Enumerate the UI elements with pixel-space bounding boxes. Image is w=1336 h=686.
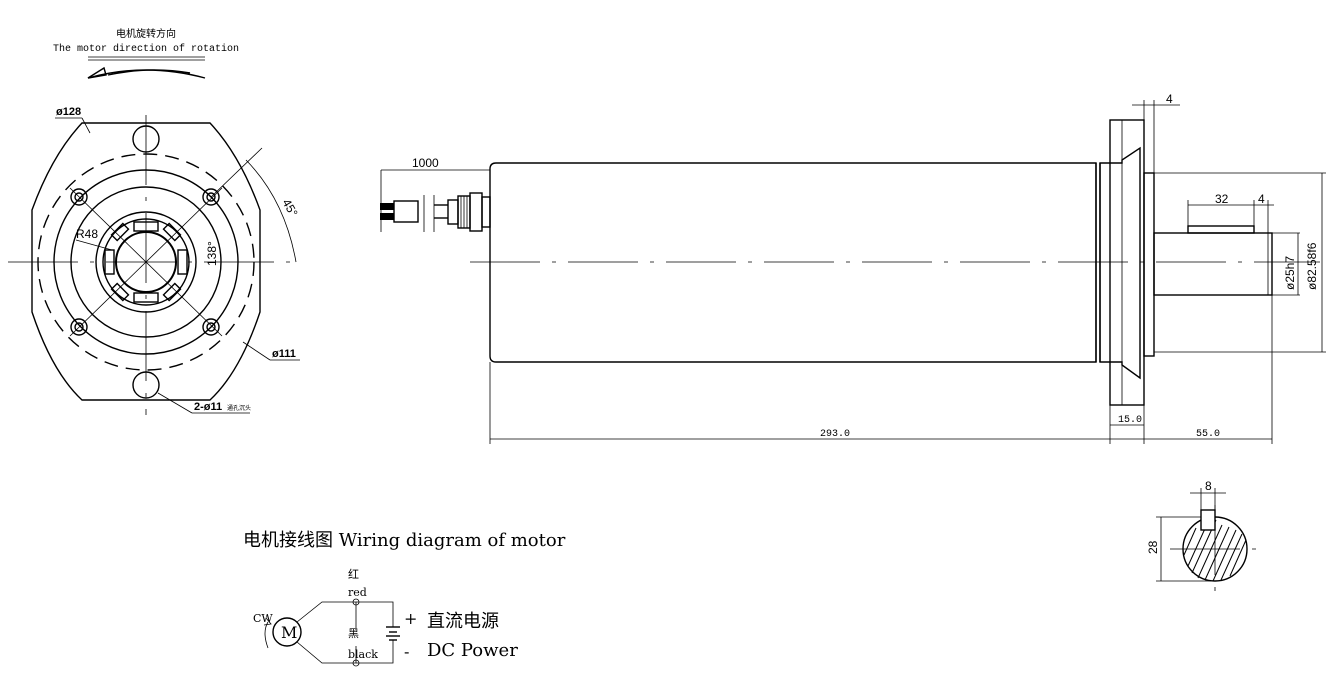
body-length-label: 293.0 [820, 429, 850, 440]
cable-plug [393, 200, 419, 223]
screw-hole-bl-inner [74, 322, 84, 332]
angle-arc [245, 159, 297, 263]
key-section-view: 8 28 [1146, 479, 1256, 595]
screw-hole-br-inner [206, 322, 216, 332]
screw-holes [70, 188, 220, 336]
hatch-line [1183, 527, 1197, 556]
wiring-title: 电机接线图 Wiring diagram of motor [243, 530, 566, 551]
gland-base [481, 196, 491, 228]
spigot [1143, 172, 1155, 357]
angle-138-label: 138° [205, 241, 219, 266]
hatch-line [1204, 526, 1230, 581]
wiring-diagram: 电机接线图 Wiring diagram of motor M CW 红 red… [243, 530, 566, 667]
rotation-arrow-inner [107, 69, 191, 76]
holes-note: 通孔沉头 [227, 404, 251, 412]
motor-symbol [272, 617, 302, 647]
rotation-title-en: The motor direction of rotation [53, 43, 239, 55]
key-height-label: 28 [1146, 540, 1160, 554]
minus-sign: - [404, 642, 409, 661]
flange-width-label: 15.0 [1118, 415, 1142, 426]
red-wire [296, 601, 357, 628]
power-plus-wire [356, 601, 394, 627]
shaft-length-label: 55.0 [1196, 429, 1220, 440]
cable-wire-top [380, 203, 394, 210]
black-en: black [348, 648, 378, 661]
angle-ext-line [210, 147, 263, 198]
bolt-dia-label: ø111 [272, 348, 296, 360]
cable-length-label: 1000 [412, 156, 439, 170]
plus-sign: + [404, 609, 417, 628]
hub-slot [110, 222, 130, 242]
hub-slot [110, 282, 130, 302]
key-profile [1200, 509, 1216, 531]
shaft-key [1187, 225, 1255, 234]
screw-hole-tr [202, 188, 220, 206]
hatch-line [1212, 529, 1237, 582]
cw-arrow-head [263, 617, 272, 626]
rotation-title-cn: 电机旋转方向 [116, 27, 176, 41]
front-view: 电机旋转方向 The motor direction of rotation [8, 27, 301, 415]
cw-label: CW [253, 612, 273, 625]
black-wire [296, 641, 357, 664]
red-en: red [348, 586, 367, 599]
key-width-label: 8 [1205, 479, 1212, 493]
red-cn: 红 [348, 568, 359, 581]
hub-slot [162, 222, 182, 242]
section-hatch [1183, 519, 1247, 582]
hub-slots [104, 221, 188, 303]
power-minus-wire [356, 640, 394, 664]
cw-arrow [264, 621, 269, 649]
hatch-line [1229, 539, 1247, 577]
motor-body [489, 162, 1097, 363]
power-cn-label: 直流电源 [427, 611, 499, 632]
hatch-line [1220, 533, 1243, 581]
bolt-dia-leader [242, 341, 271, 361]
dia-outer-leader-2 [81, 117, 91, 134]
flange-plate [1099, 146, 1141, 380]
screw-hole-tl [70, 188, 88, 206]
rotation-arrow-head [87, 66, 107, 79]
holes-leader [157, 392, 193, 414]
black-cn: 黑 [348, 627, 359, 640]
hatch-line [1197, 524, 1223, 579]
cable-wire-bottom [380, 213, 394, 220]
hub-slot [162, 282, 182, 302]
hub-slot [177, 249, 188, 275]
gland-nut [447, 199, 459, 225]
screw-hole-bl [70, 318, 88, 336]
screw-hole-br [202, 318, 220, 336]
key-length-label: 32 [1215, 192, 1229, 206]
motor-label: M [281, 623, 297, 642]
shaft [1153, 232, 1273, 296]
radius-label: R48 [76, 227, 98, 241]
flange-outline [31, 122, 261, 401]
hub-slot [133, 292, 159, 303]
screw-hole-tr-inner [206, 192, 216, 202]
gland-hex [469, 192, 483, 232]
diag-line-2 [69, 187, 223, 337]
power-en-label: DC Power [427, 640, 518, 661]
dia-outer-label: ø128 [56, 106, 81, 118]
key-offset-label: 4 [1258, 192, 1265, 206]
radius-leader [75, 239, 113, 251]
shaft-dia-label: ø25h7 [1283, 256, 1297, 290]
side-view: 1000 4 [380, 92, 1326, 444]
flange-thickness-label: 4 [1166, 92, 1173, 106]
holes-label: 2-ø11 [194, 401, 222, 413]
screw-hole-tl-inner [74, 192, 84, 202]
spigot-dia-label: ø82.58f6 [1305, 242, 1319, 290]
